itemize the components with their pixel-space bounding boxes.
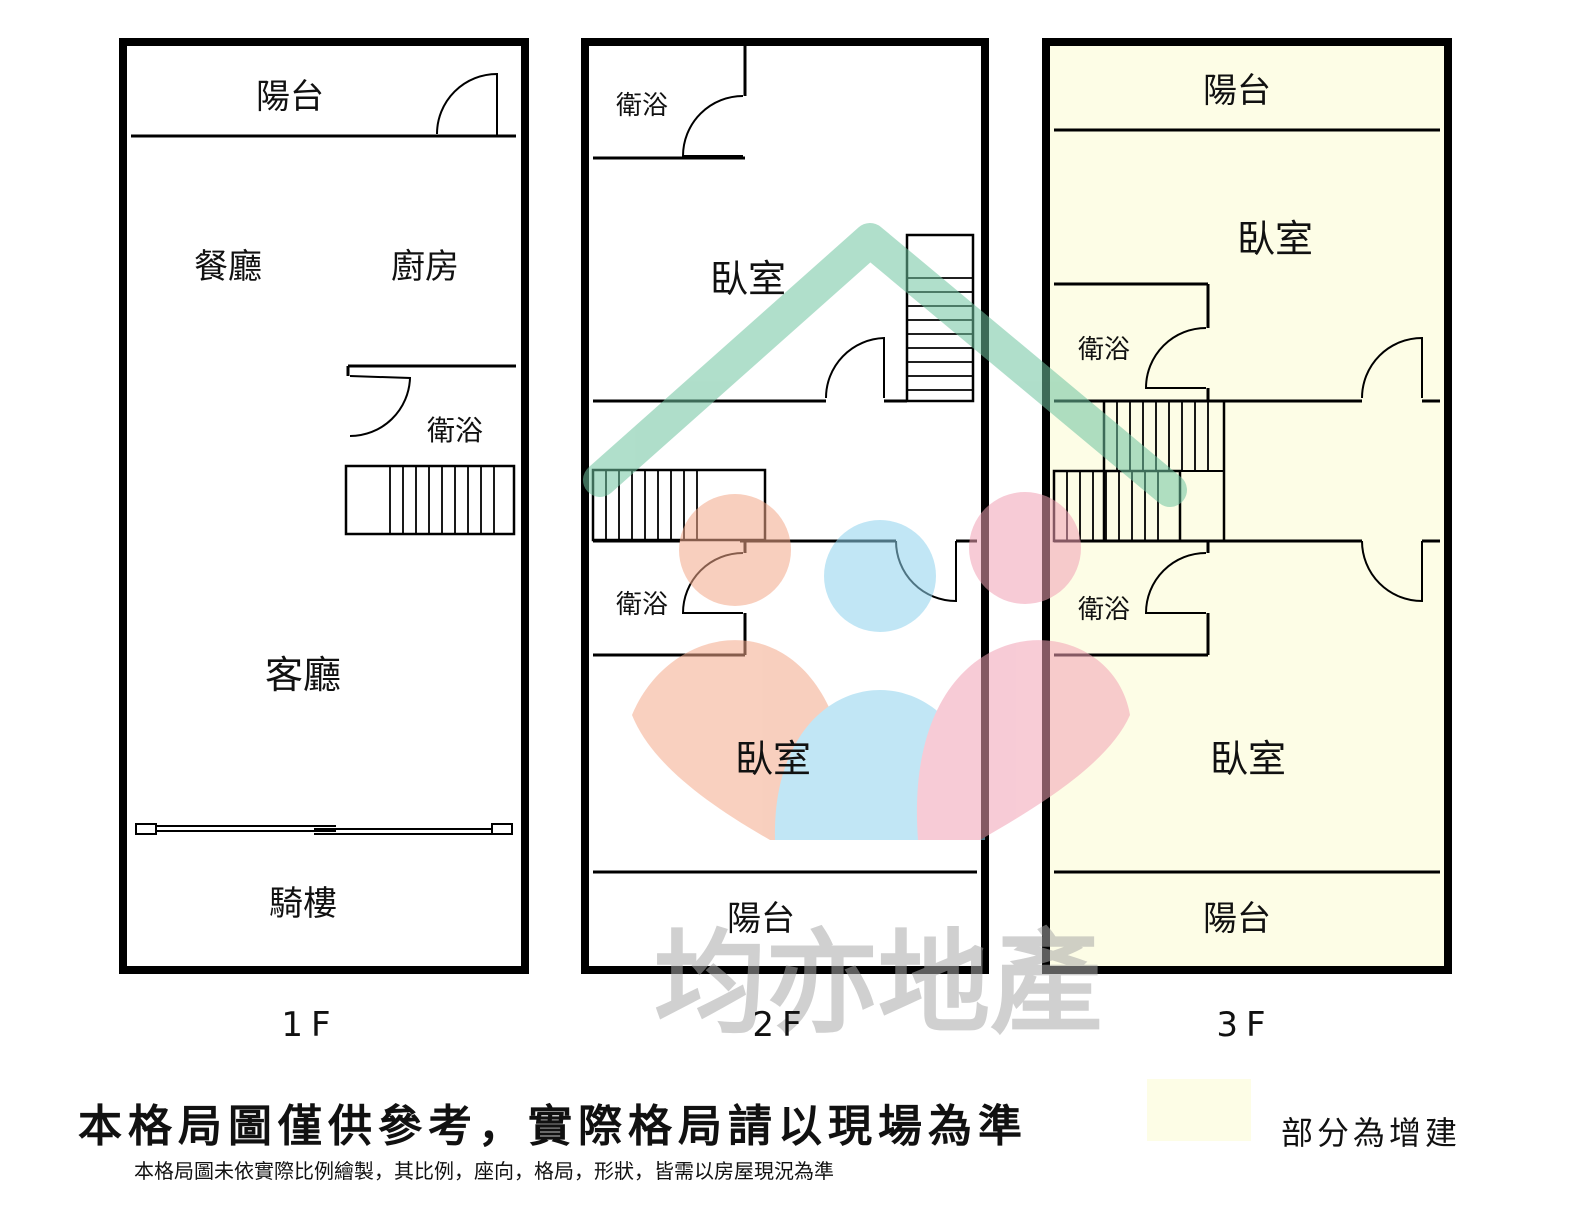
floor-label-2f: 2F — [752, 1005, 809, 1045]
f2-room-balcony: 陽台 — [727, 899, 795, 939]
f1-room-bath: 衛浴 — [427, 414, 483, 447]
f2-room-bedroom-bottom: 臥室 — [735, 737, 811, 781]
legend-swatch — [1147, 1079, 1251, 1141]
f1-room-dining: 餐廳 — [194, 247, 262, 287]
floor-label-3f: 3F — [1216, 1005, 1273, 1045]
f1-room-kitchen: 廚房 — [391, 247, 459, 287]
f3-extension-fill — [1046, 41, 1448, 970]
f2-room-bedroom-top: 臥室 — [710, 257, 786, 301]
f3-room-balcony-top: 陽台 — [1203, 71, 1271, 111]
f1-stair-treads — [389, 466, 495, 534]
f2-room-bath-top: 衛浴 — [616, 91, 668, 121]
f3-room-bath-top: 衛浴 — [1078, 335, 1130, 365]
floor-2f — [581, 38, 989, 974]
scale-note: 本格局圖未依實際比例繪製，其比例，座向，格局，形狀，皆需以房屋現況為準 — [134, 1159, 834, 1183]
f3-room-bedroom-bottom: 臥室 — [1210, 737, 1286, 781]
house-people-logo-icon — [583, 223, 1187, 840]
floor-label-1f: 1F — [281, 1005, 338, 1045]
legend-label: 部分為增建 — [1281, 1114, 1462, 1152]
f3-room-bedroom-top: 臥室 — [1237, 217, 1313, 261]
watermark-text: 均亦地產 — [654, 919, 1102, 1049]
f1-room-balcony: 陽台 — [256, 77, 324, 117]
floor-1f — [119, 38, 529, 974]
f3-room-bath-mid: 衛浴 — [1078, 595, 1130, 625]
f3-room-balcony-bottom: 陽台 — [1203, 899, 1271, 939]
disclaimer-text: 本格局圖僅供參考，實際格局請以現場為準 — [78, 1101, 1028, 1152]
f1-room-living: 客廳 — [265, 653, 341, 697]
f1-room-arcade: 騎樓 — [269, 884, 337, 924]
f2-room-bath-mid: 衛浴 — [616, 590, 668, 620]
